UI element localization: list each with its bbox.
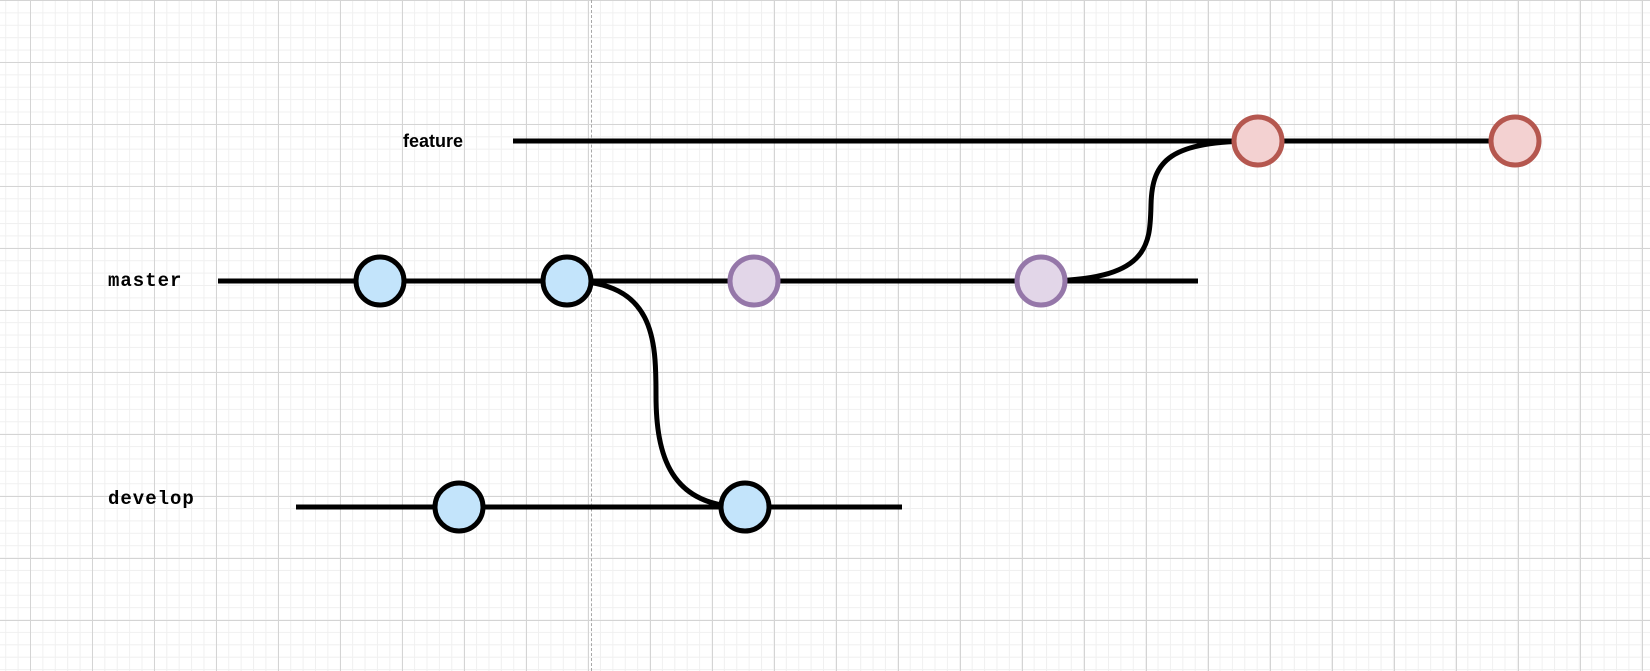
connection-master-to-feature [1040, 138, 1259, 284]
commit-node-master[interactable] [540, 254, 594, 308]
connection-master-to-develop [567, 278, 746, 510]
branch-label-feature: feature [403, 131, 464, 151]
branch-label-master: master [108, 270, 183, 292]
commit-node-feature[interactable] [1488, 114, 1542, 168]
commit-node-develop[interactable] [718, 480, 772, 534]
commit-node-master[interactable] [353, 254, 407, 308]
commit-node-feature[interactable] [1231, 114, 1285, 168]
commit-node-develop[interactable] [432, 480, 486, 534]
commit-node-master[interactable] [1014, 254, 1068, 308]
vertical-guide-line [591, 0, 592, 671]
commit-node-master[interactable] [727, 254, 781, 308]
branch-label-develop: develop [108, 488, 195, 510]
